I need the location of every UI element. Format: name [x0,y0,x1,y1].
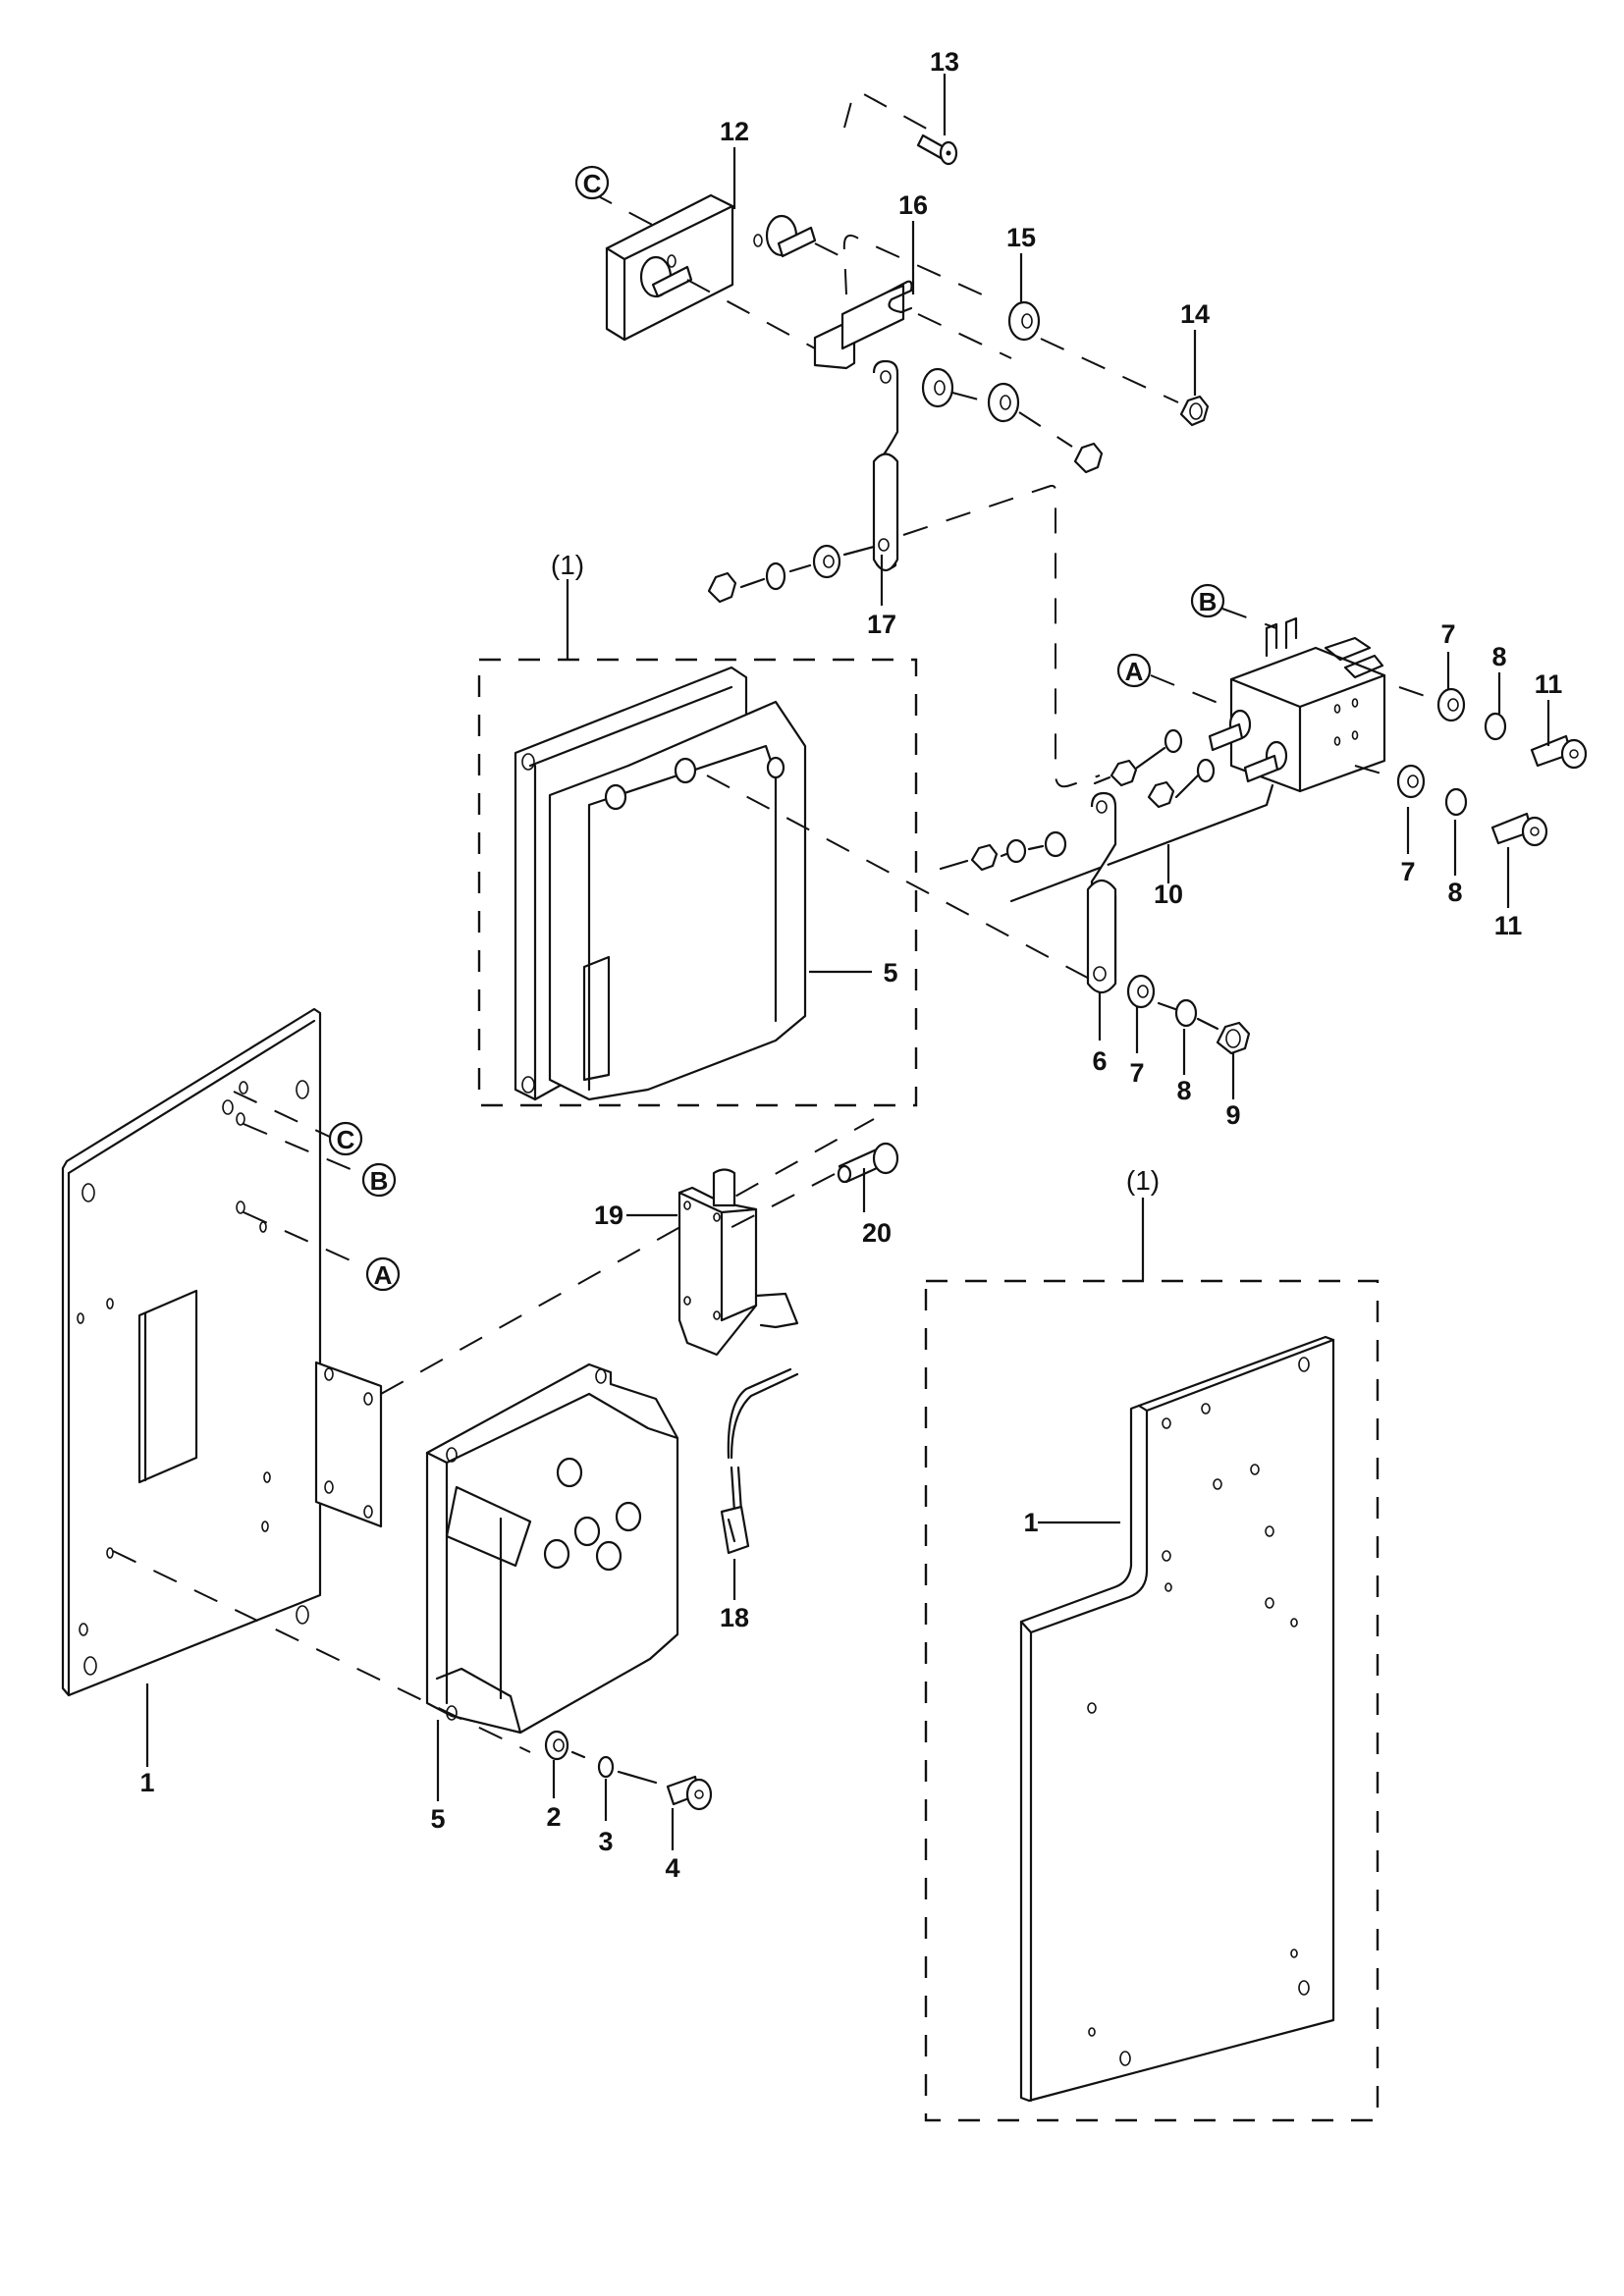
controller-unit-5-upper [514,666,807,1101]
callout-16: 16 [898,190,928,220]
callout-1-right: 1 [1023,1508,1038,1537]
callout-2: 2 [546,1802,561,1832]
mounting-plate-1-right [1019,1335,1335,2103]
callout-1-left: 1 [139,1768,154,1797]
fuse-plate-16 [813,280,913,370]
callout-6: 6 [1092,1046,1107,1076]
callout-5-lower: 5 [430,1804,445,1834]
cable-lug-17 [872,359,899,572]
mounting-plate-1-left [61,1007,383,1697]
nut-14 [1179,395,1210,427]
ref-marker-c-top [574,165,610,200]
group-label-upper: (1) [551,550,584,580]
washer-15 [1007,300,1041,342]
bracket-assembly-top: 13 12 C 16 [574,47,1210,474]
callout-7-bottom: 7 [1129,1058,1144,1088]
cable-lug-6 [1086,791,1117,994]
ref-marker-b-plate: B [370,1166,389,1196]
group-box-upper [477,658,918,1107]
svg-text:C: C [583,169,602,198]
wire-harness-18 [720,1367,799,1555]
callout-11-upper: 11 [1535,669,1563,699]
nut-17 [707,571,737,604]
callout-17: 17 [867,610,896,639]
callout-10: 10 [1154,880,1183,909]
terminal-block-12 [605,193,817,342]
screw-20 [837,1142,899,1184]
group-box-lower [924,1279,1380,2122]
callout-8-lower: 8 [1447,878,1462,907]
callout-18: 18 [720,1603,749,1632]
callout-7-upper: 7 [1440,619,1455,649]
ref-marker-b-right: B [1199,587,1218,616]
callout-12: 12 [720,117,749,146]
screw-13 [843,91,958,166]
callout-3: 3 [598,1827,613,1856]
callout-7-lower: 7 [1400,857,1415,886]
micro-switch-19 [677,1168,799,1357]
switch-assembly [1208,616,1386,793]
callout-9: 9 [1225,1100,1240,1130]
callout-8-bottom: 8 [1176,1076,1191,1105]
callout-8-upper: 8 [1491,642,1506,671]
callout-4: 4 [665,1853,679,1883]
callout-11-lower: 11 [1494,911,1523,940]
callout-5-upper: 5 [883,958,897,988]
callout-14: 14 [1180,299,1210,329]
callout-19: 19 [594,1201,623,1230]
callout-20: 20 [862,1218,892,1248]
ref-marker-a-right: A [1125,657,1144,686]
group-label-lower: (1) [1126,1165,1160,1196]
callout-15: 15 [1006,223,1036,252]
callout-13: 13 [930,47,959,77]
controller-unit-5-lower [425,1362,679,1735]
ref-marker-a-plate: A [374,1260,393,1290]
ref-marker-c-plate: C [337,1125,355,1154]
